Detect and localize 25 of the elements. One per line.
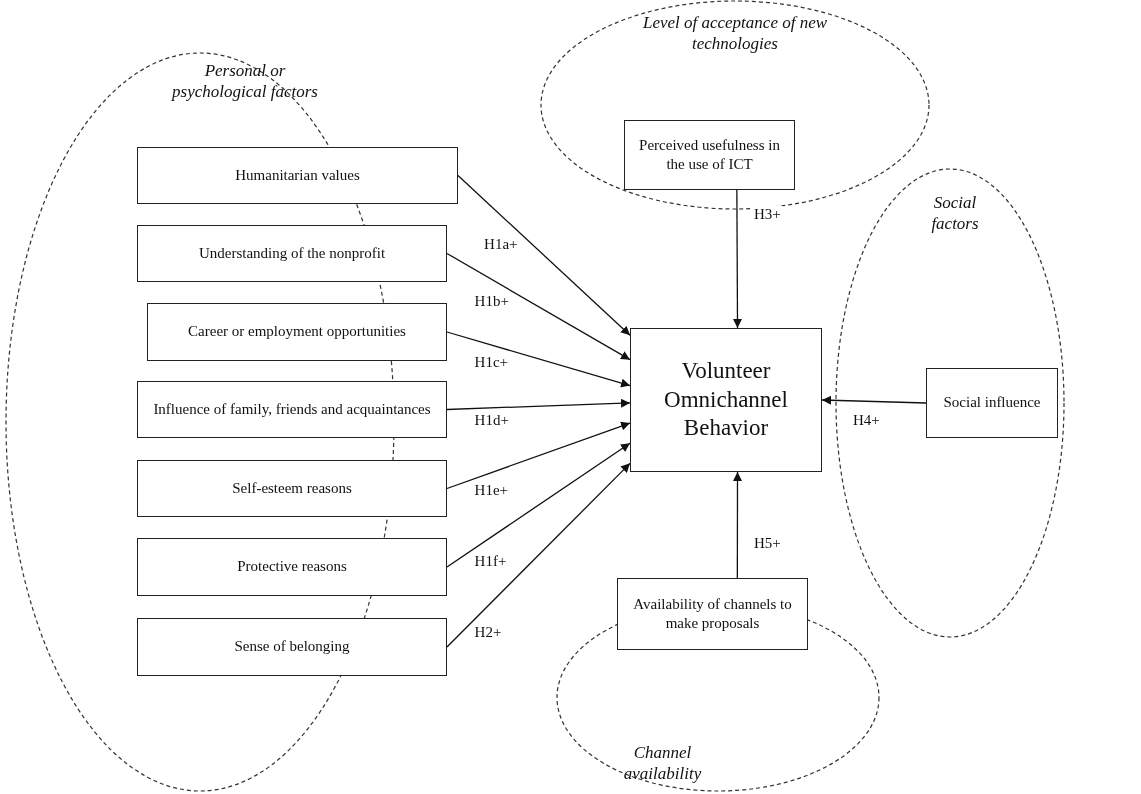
factor-box: Sense of belonging bbox=[137, 618, 447, 676]
group-title: Channel availability bbox=[622, 742, 703, 785]
factor-box: Social influence bbox=[926, 368, 1058, 438]
outcome-box: Volunteer Omnichannel Behavior bbox=[630, 328, 822, 472]
arrow bbox=[457, 174, 631, 336]
factor-box: Influence of family, friends and acquaintances bbox=[137, 381, 447, 438]
factor-box: Self-esteem reasons bbox=[137, 460, 447, 517]
factor-box: Career or employment opportunities bbox=[147, 303, 447, 361]
arrow bbox=[446, 462, 631, 648]
group-title: Personal or psychological factors bbox=[170, 60, 319, 103]
factor-box: Perceived usefulness in the use of ICT bbox=[624, 120, 795, 190]
arrow bbox=[446, 442, 631, 568]
factor-box: Humanitarian values bbox=[137, 147, 458, 204]
arrow bbox=[446, 421, 631, 490]
arrow bbox=[821, 395, 927, 405]
arrow bbox=[446, 398, 631, 411]
arrow bbox=[446, 252, 631, 361]
group-title: Level of acceptance of new technologies bbox=[641, 12, 829, 55]
arrow bbox=[733, 189, 742, 329]
factor-box: Understanding of the nonprofit bbox=[137, 225, 447, 282]
arrow bbox=[446, 331, 631, 388]
factor-box: Availability of channels to make proposals bbox=[617, 578, 808, 650]
factor-box: Protective reasons bbox=[137, 538, 447, 596]
arrow bbox=[733, 471, 742, 579]
group-title: Social factors bbox=[930, 192, 980, 235]
